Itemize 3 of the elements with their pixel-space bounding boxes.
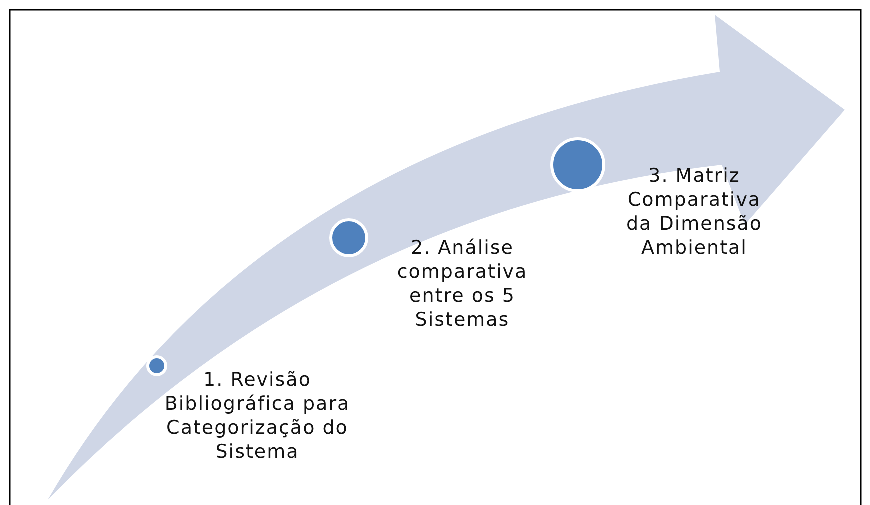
step-label: 3. Matriz Comparativa da Dimensão Ambiental [625, 164, 764, 260]
step-label: 2. Análise comparativa entre os 5 Sistemas [396, 236, 529, 332]
step-label: 1. Revisão Bibliográfica para Categorização do Sistema [164, 368, 352, 464]
